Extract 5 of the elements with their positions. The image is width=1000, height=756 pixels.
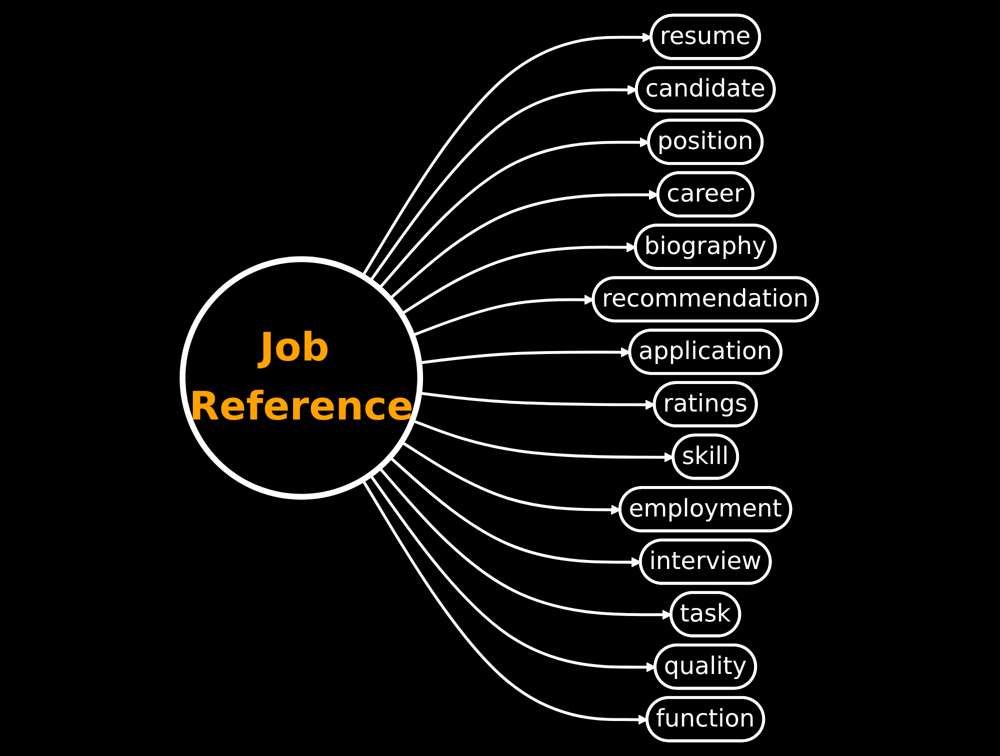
arrow [378, 466, 672, 620]
node-circle: Job Reference [180, 256, 424, 500]
arrow [400, 242, 636, 316]
arrow [369, 84, 638, 282]
arrow [400, 440, 621, 515]
